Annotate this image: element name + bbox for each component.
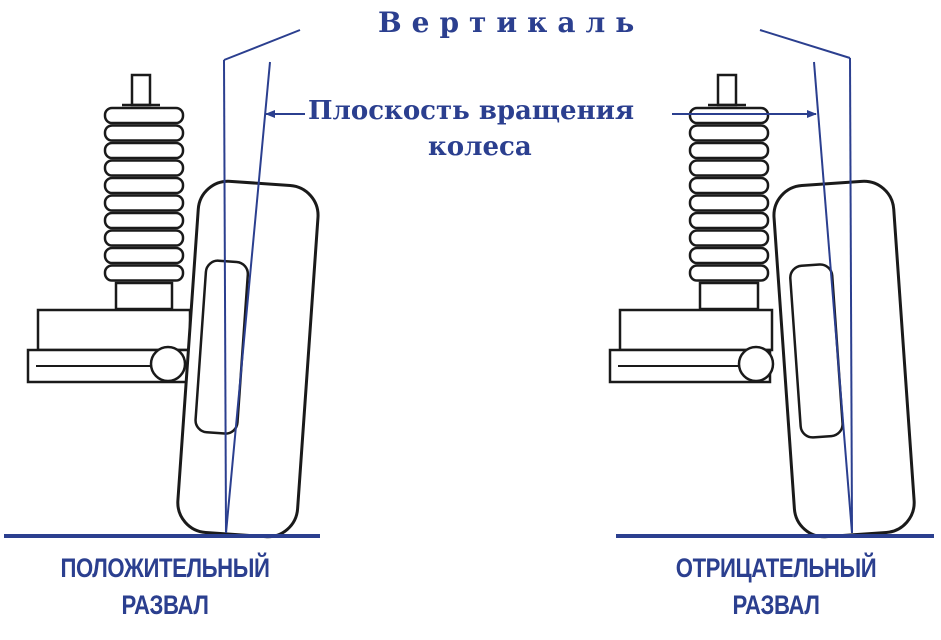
negative-camber-caption-line1: ОТРИЦАТЕЛЬНЫЙ [675,553,877,583]
shock-rod-left [130,73,152,107]
suspension-arm-icon [26,308,192,384]
spring-coil [688,229,770,247]
coil-spring-icon [103,106,185,282]
wheel-icon [772,179,916,539]
spring-coil [103,141,185,160]
spring-coil [688,264,770,282]
spring-coil [103,246,185,265]
vertical-leader-right [759,29,851,59]
positive-camber-assembly [4,29,320,539]
vertical-label: Вертикаль [378,6,645,39]
suspension-arm-icon [608,308,775,384]
spring-coil [103,176,185,195]
spring-seat-right [698,281,760,311]
spring-coil [688,141,770,160]
spring-coil [103,159,185,177]
wheel-plane-label-line2: колеса [428,132,532,162]
wheel-plane-label-line1: Плоскость вращения [308,96,635,126]
negative-camber-assembly [608,29,934,539]
spring-coil [103,124,185,142]
positive-camber-caption-line1: ПОЛОЖИТЕЛЬНЫЙ [60,553,270,583]
spring-seat-left [114,281,174,311]
negative-camber-caption-line2: РАЗВАЛ [732,590,820,620]
spring-coil [688,106,770,125]
positive-camber-caption-line2: РАЗВАЛ [121,590,209,620]
shock-rod-right [716,73,738,107]
spring-coil [688,246,770,265]
spring-coil [688,211,770,230]
wheel-plane-line-left [225,61,271,534]
wheel-plane-line-right [813,61,853,534]
spring-coil [688,194,770,212]
spring-coil [103,106,185,125]
spring-coil [688,124,770,142]
coil-spring-icon [688,106,770,282]
spring-coil [103,229,185,247]
wheel-icon [176,179,320,539]
spring-coil [688,159,770,177]
spring-coil [103,194,185,212]
vertical-leader-left [223,29,301,61]
spring-coil [688,176,770,195]
vertical-line-left [223,59,227,534]
spring-coil [103,211,185,230]
spring-coil [103,264,185,282]
vertical-line-right [849,57,853,534]
